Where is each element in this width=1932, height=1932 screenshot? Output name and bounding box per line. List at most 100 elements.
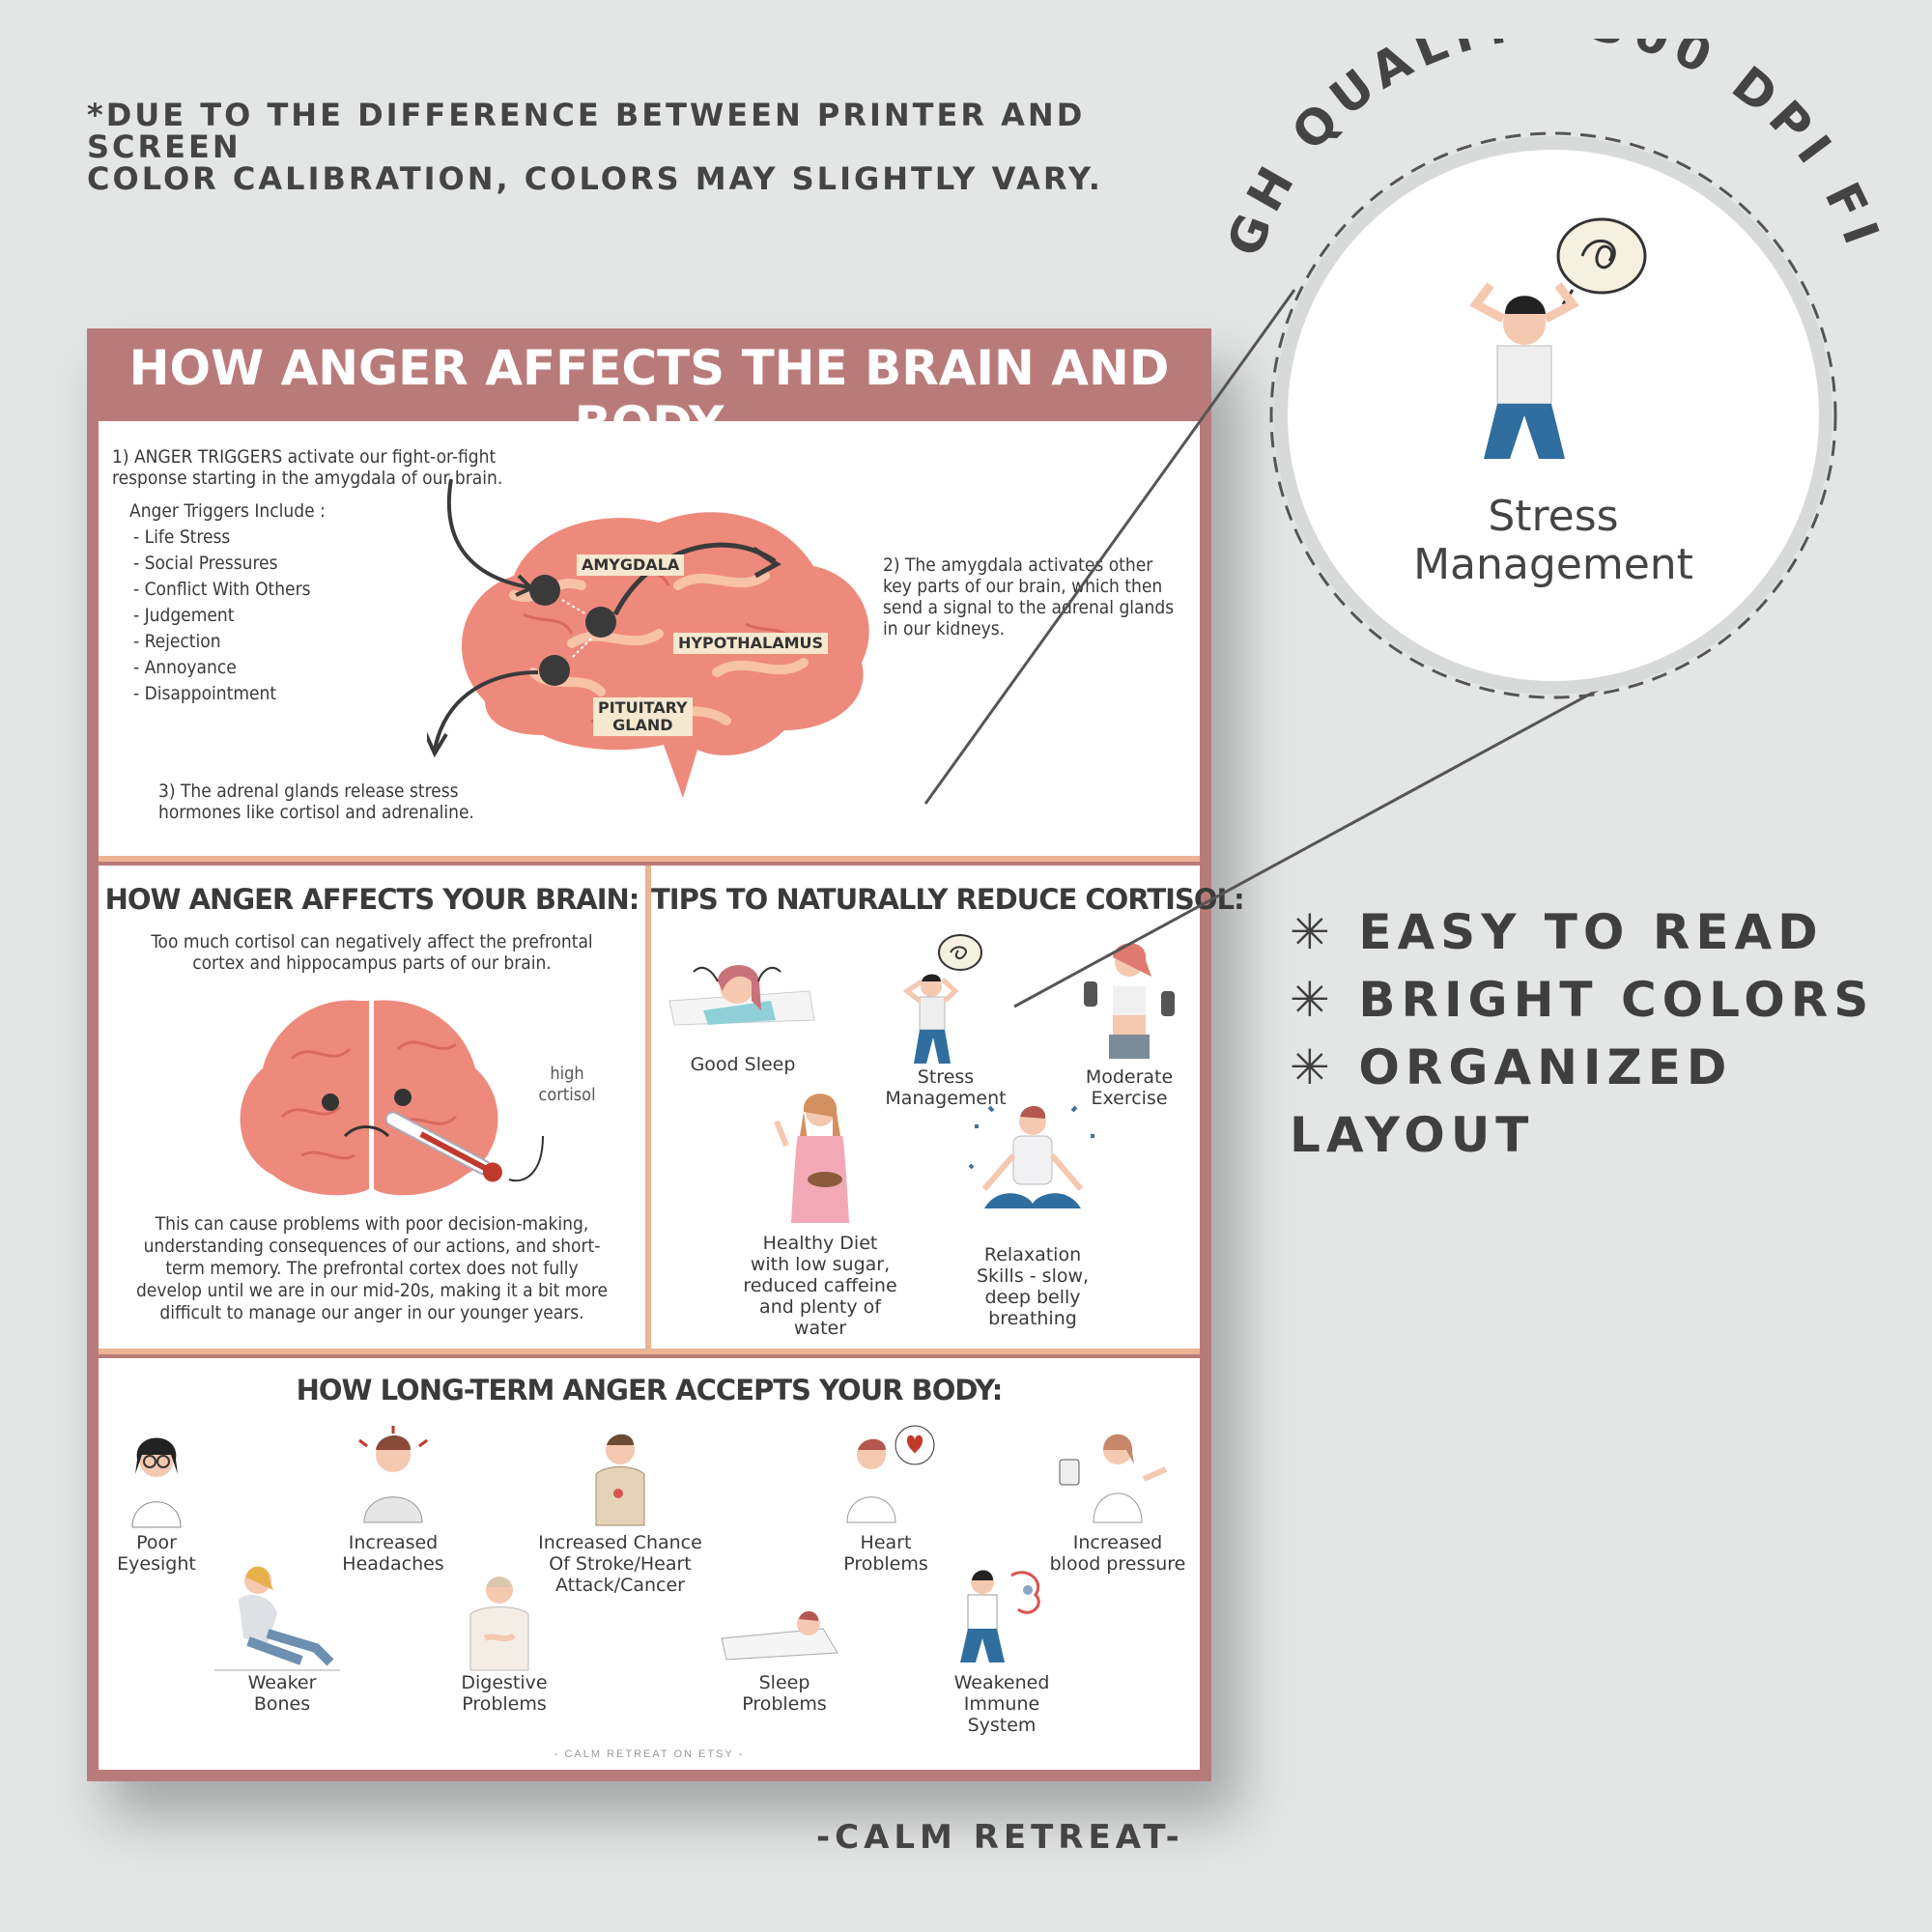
body-caption-line: Increased Chance — [538, 1532, 702, 1553]
brain-body-line: term memory. The prefrontal cortex does … — [165, 1258, 579, 1279]
node-connections — [561, 599, 592, 659]
asterisk-icon: ✳ — [1290, 904, 1336, 960]
body-caption-line: Poor — [136, 1532, 177, 1553]
step-2-text: 2) The amygdala activates other key part… — [883, 554, 1174, 639]
body-caption-line: Of Stroke/Heart — [549, 1553, 692, 1575]
body-caption-line: System — [967, 1715, 1037, 1736]
weaker-bones-illustration — [214, 1566, 340, 1671]
pituitary-node — [539, 655, 570, 686]
body-effect-caption: Weakened Immune System — [939, 1672, 1065, 1736]
brain-body-text: This can cause problems with poor decisi… — [99, 1213, 645, 1324]
poster-title: HOW ANGER AFFECTS THE BRAIN AND BODY — [128, 340, 1170, 452]
trigger-item: - Judgement — [133, 605, 235, 626]
trigger-item: - Social Pressures — [133, 553, 278, 574]
brain-body-line: develop until we are in our mid-20s, mak… — [135, 1280, 609, 1301]
body-caption-line: Bones — [253, 1693, 311, 1715]
tip-caption: Healthy Diet with low sugar, reduced caf… — [738, 1233, 902, 1339]
zoom-caption-line-2: Management — [1413, 540, 1693, 589]
body-effect-caption: Digestive Problems — [441, 1672, 567, 1715]
stress-management-zoom-illustration — [1469, 217, 1647, 459]
feature-item: ✳ BRIGHT COLORS — [1290, 966, 1932, 1034]
hypothalamus-node — [585, 607, 616, 638]
digestive-problems-illustration — [469, 1577, 529, 1671]
high-cortisol-line-2: cortisol — [538, 1085, 596, 1105]
thermometer-icon — [384, 1111, 502, 1182]
body-caption-line: Problems — [742, 1693, 827, 1715]
brain-left-hemisphere — [240, 1000, 369, 1196]
pituitary-label: PITUITARY GLAND — [593, 697, 693, 736]
sleep-problems-illustration — [721, 1610, 838, 1661]
brain-intro-line: Too much cortisol can negatively affect … — [151, 931, 593, 952]
tip-caption-line: Management — [885, 1088, 1007, 1109]
feature-item: ✳ EASY TO READ — [1290, 898, 1932, 966]
brain-eye-right — [394, 1089, 412, 1106]
tip-caption-line: deep belly — [984, 1287, 1081, 1308]
hypothalamus-label: HYPOTHALAMUS — [673, 633, 829, 654]
poster-footer: - CALM RETREAT ON ETSY - — [554, 1748, 745, 1760]
panel-body-effects: HOW LONG-TERM ANGER ACCEPTS YOUR BODY: — [99, 1358, 1200, 1770]
tip-caption-line: Good Sleep — [690, 1054, 796, 1075]
moderate-exercise-illustration — [1084, 943, 1175, 1059]
panel-cortisol-tips: TIPS TO NATURALLY REDUCE CORTISOL: — [651, 866, 1245, 1354]
trigger-item: - Rejection — [133, 631, 221, 652]
panel-anger-response: 1) ANGER TRIGGERS activate our fight-or-… — [99, 421, 1200, 862]
step-1-line-1: 1) ANGER TRIGGERS activate our fight-or-… — [112, 446, 497, 468]
poster: HOW ANGER AFFECTS THE BRAIN AND BODY 1) … — [87, 328, 1245, 1781]
tip-caption-line: with low sugar, — [750, 1254, 891, 1275]
tips-title: TIPS TO NATURALLY REDUCE CORTISOL: — [651, 883, 1245, 916]
disclaimer-line-1: *DUE TO THE DIFFERENCE BETWEEN PRINTER A… — [87, 97, 1086, 165]
trigger-arrow — [446, 479, 529, 589]
triggers-heading: Anger Triggers Include : — [129, 500, 326, 522]
tip-caption-line: reduced caffeine — [743, 1275, 897, 1296]
brain-mouth — [343, 1125, 390, 1138]
body-effect-caption: Increased Chance Of Stroke/Heart Attack/… — [524, 1532, 717, 1596]
tip-caption: Moderate Exercise — [1057, 1066, 1202, 1109]
tip-caption-line: Moderate — [1085, 1066, 1174, 1088]
stroke-heart-illustration — [595, 1434, 645, 1526]
step-3-line: 3) The adrenal glands release stress — [158, 781, 459, 802]
body-caption-line: Increased — [348, 1532, 439, 1553]
zoom-ring — [1269, 131, 1837, 699]
body-effects-title: HOW LONG-TERM ANGER ACCEPTS YOUR BODY: — [296, 1374, 1004, 1406]
body-caption-line: Heart — [860, 1532, 912, 1553]
body-caption-line: Immune — [963, 1693, 1040, 1715]
body-effect-caption: Weaker Bones — [224, 1672, 340, 1715]
feature-label: EASY TO READ — [1358, 904, 1824, 960]
trigger-item: - Conflict With Others — [133, 579, 311, 600]
feature-label: ORGANIZED LAYOUT — [1290, 1039, 1733, 1163]
tip-caption: Relaxation Skills - slow, deep belly bre… — [960, 1244, 1105, 1329]
disclaimer: *DUE TO THE DIFFERENCE BETWEEN PRINTER A… — [87, 99, 1150, 195]
brain-right-hemisphere — [374, 1000, 498, 1196]
blood-pressure-illustration — [1059, 1434, 1168, 1523]
thermometer-pointer — [508, 1135, 544, 1182]
tip-caption-line: Skills - slow, — [976, 1265, 1090, 1287]
brain-intro-line: cortex and hippocampus parts of our brai… — [192, 952, 552, 974]
body-caption-line: blood pressure — [1049, 1553, 1186, 1575]
trigger-item: - Disappointment — [133, 683, 277, 704]
stress-management-illustration — [902, 934, 982, 1064]
step-1-line-2: response starting in the amygdala of our… — [112, 468, 503, 489]
quality-badge-text: HIGH QUALITY 300 DPI FILE — [1198, 39, 1892, 264]
weakened-immune-illustration — [960, 1570, 1040, 1662]
poor-eyesight-illustration — [131, 1437, 182, 1528]
tip-caption-line: and plenty of — [759, 1296, 881, 1318]
brain-eye-left — [322, 1094, 339, 1111]
high-cortisol-label: high cortisol — [524, 1064, 611, 1106]
tip-caption-line: Relaxation — [983, 1244, 1082, 1265]
body-effect-caption: Poor Eyesight — [99, 1532, 214, 1575]
hormone-arrow — [433, 670, 539, 751]
step-1-text: 1) ANGER TRIGGERS activate our fight-or-… — [112, 446, 502, 489]
body-caption-line: Problems — [462, 1693, 547, 1715]
trigger-item: - Annoyance — [133, 657, 237, 678]
good-sleep-illustration — [668, 965, 815, 1026]
brain-side-illustration — [427, 479, 869, 798]
asterisk-icon: ✳ — [1290, 972, 1336, 1028]
step-3-line: hormones like cortisol and adrenaline. — [158, 802, 474, 823]
body-caption-line: Digestive — [461, 1672, 548, 1693]
tip-caption: Stress Management — [864, 1066, 1028, 1109]
body-caption-line: Weaker — [247, 1672, 317, 1693]
body-caption-line: Headaches — [342, 1553, 444, 1575]
relaxation-illustration — [968, 1105, 1094, 1208]
tip-caption-line: Healthy Diet — [762, 1233, 878, 1254]
